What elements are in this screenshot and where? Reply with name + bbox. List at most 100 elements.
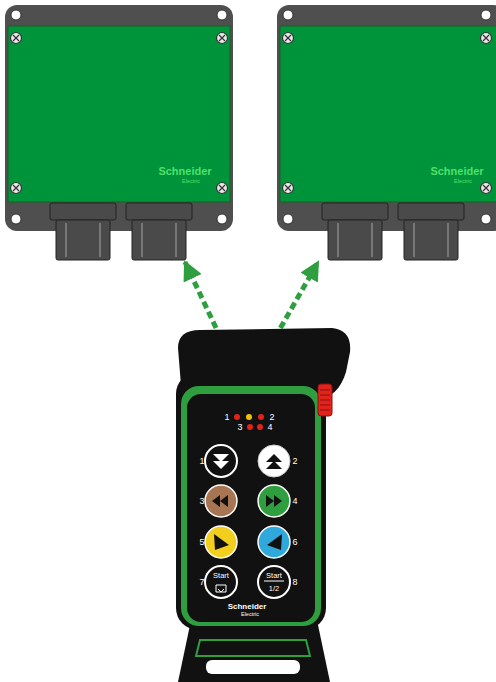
receiver-housing (217, 183, 228, 194)
receiver-housing (322, 203, 388, 220)
receiver-housing (219, 185, 225, 191)
receiver-housing (11, 33, 228, 194)
led-number: 2 (269, 413, 274, 422)
push-button (205, 445, 290, 598)
brand-logo: Schneider (228, 603, 267, 611)
remote-control (196, 640, 310, 656)
receiver-housing (285, 185, 291, 191)
receiver-housing (11, 214, 21, 224)
signal-arrow (185, 262, 216, 328)
receiver-housing (283, 33, 294, 44)
remote-control (206, 660, 300, 674)
receiver-housing (338, 223, 448, 257)
status-led (247, 424, 253, 430)
status-led (258, 414, 264, 420)
start-button: Start 1/2 (258, 566, 290, 598)
led-number: 4 (267, 423, 272, 432)
push-button (258, 445, 290, 477)
push-button (213, 454, 229, 469)
button-number: 4 (292, 497, 297, 506)
remote-control (176, 328, 350, 682)
receiver-housing (11, 183, 22, 194)
push-button (214, 534, 229, 550)
receiver-housing (5, 5, 233, 260)
push-button (205, 566, 237, 598)
push-button (205, 526, 237, 558)
status-led (234, 414, 240, 420)
receiver-housing (398, 203, 464, 220)
start-button: Start (205, 566, 237, 598)
button-number: 1 (199, 457, 204, 466)
button-number: 7 (199, 578, 204, 587)
push-button (258, 566, 290, 598)
receiver-box: SchneiderElectric (8, 5, 232, 262)
receiver-housing (13, 185, 19, 191)
receiver-housing (66, 223, 176, 257)
brand-logo: Schneider (158, 166, 211, 177)
button-number: 3 (199, 497, 204, 506)
signal-arrow (280, 262, 318, 328)
receiver-housing (283, 10, 293, 20)
receiver-housing (66, 223, 176, 257)
status-led (246, 414, 252, 420)
button-text: Start (266, 572, 282, 580)
remote-control (178, 625, 330, 682)
receiver-housing (50, 203, 116, 220)
receiver-housing (277, 5, 496, 231)
receiver-housing (217, 214, 227, 224)
receiver-housing (483, 35, 489, 41)
push-button (212, 495, 228, 507)
remote-control (187, 394, 315, 622)
button-number: 5 (199, 538, 204, 547)
receiver-housing (50, 203, 192, 260)
receiver-housing (217, 33, 228, 44)
receiver-housing (338, 223, 448, 257)
remote-control (176, 372, 326, 630)
push-button (266, 454, 282, 469)
push-button (205, 445, 237, 477)
brand-logo: Electric (241, 612, 259, 618)
receiver-housing (328, 220, 382, 260)
push-button (258, 526, 290, 558)
button-number: 8 (292, 578, 297, 587)
led-number: 3 (237, 423, 242, 432)
remote-control (181, 386, 321, 626)
receiver-housing (283, 214, 293, 224)
receiver-housing (404, 220, 458, 260)
receiver-housing (219, 35, 225, 41)
remote-control (320, 390, 330, 410)
button-text: Start (213, 572, 229, 580)
push-button (266, 495, 282, 507)
receiver-housing (132, 220, 186, 260)
brand-logo: Schneider (430, 166, 483, 177)
receiver-housing (322, 203, 464, 260)
button-text: 1/2 (269, 585, 279, 593)
push-button (267, 534, 282, 550)
receiver-housing (217, 10, 227, 20)
receiver-housing (481, 183, 492, 194)
receiver-housing (481, 33, 492, 44)
button-number: 2 (292, 457, 297, 466)
receiver-housing (481, 10, 491, 20)
receiver-housing (285, 35, 291, 41)
receiver-housing (13, 35, 19, 41)
brand-logo: Electric (454, 179, 472, 185)
push-button (258, 485, 290, 517)
push-button (216, 585, 226, 592)
receiver-housing (56, 220, 110, 260)
receiver-housing (283, 183, 294, 194)
button-number: 6 (292, 538, 297, 547)
receiver-housing (483, 185, 489, 191)
receiver-housing (11, 10, 21, 20)
receiver-housing (5, 5, 233, 231)
receiver-housing (283, 33, 492, 194)
receiver-housing (126, 203, 192, 220)
receiver-housing (11, 33, 22, 44)
receiver-housing (481, 214, 491, 224)
receiver-box: SchneiderElectric (280, 5, 496, 262)
remote-control (318, 384, 332, 416)
